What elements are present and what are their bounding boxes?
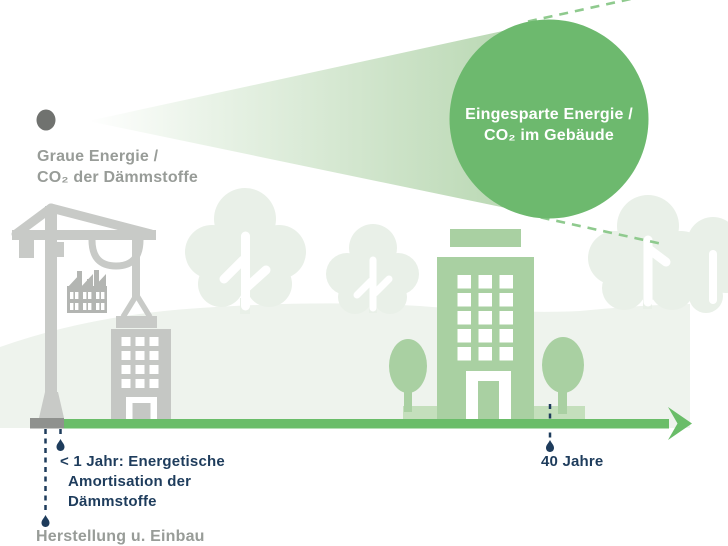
saved-energy-circle <box>449 19 649 219</box>
gray-energy-label: Graue Energie / CO₂ der Dämmstoffe <box>37 146 198 188</box>
growth-cone <box>88 21 549 217</box>
background-tree-middle <box>326 224 419 314</box>
amortisation-label-line2: Amortisation der <box>68 473 192 490</box>
crane-icon <box>11 203 157 418</box>
saved-energy-label: Eingesparte Energie / CO₂ im Gebäude <box>449 104 649 146</box>
factory-icon <box>67 270 107 313</box>
saved-energy-label-line1: Eingesparte Energie / <box>465 106 633 123</box>
teardrop-herstellung <box>41 515 50 527</box>
gray-energy-label-line1: Graue Energie / <box>37 148 159 165</box>
hill-silhouette <box>0 303 690 428</box>
background-tree-edge <box>674 217 728 313</box>
teardrop-40-jahre <box>546 440 554 452</box>
timeline-arrow <box>64 407 692 440</box>
gray-energy-dot <box>36 109 56 131</box>
green-building-icon <box>437 229 534 419</box>
forty-years-label: 40 Jahre <box>541 453 604 470</box>
gray-building-icon <box>111 329 171 420</box>
green-tree-right <box>542 337 584 414</box>
teardrop-1-jahr <box>56 439 65 451</box>
amortisation-label-line1: < 1 Jahr: Energetische <box>60 453 225 470</box>
amortisation-label-line3: Dämmstoffe <box>68 493 157 510</box>
teardrop-markers <box>41 439 554 527</box>
dashed-line-bottom <box>524 212 661 245</box>
gray-energy-label-line2: CO₂ der Dämmstoffe <box>37 169 198 186</box>
saved-energy-label-line2: CO₂ im Gebäude <box>484 127 614 144</box>
dashed-projection-lines <box>524 0 661 245</box>
dashed-line-top <box>527 0 633 23</box>
green-tree-left <box>389 339 427 412</box>
amortisation-label: < 1 Jahr: Energetische Amortisation der … <box>60 452 225 512</box>
marker-lines-left <box>44 429 62 514</box>
background-tree-left <box>185 188 306 314</box>
crane-base-block <box>30 418 64 429</box>
production-label: Herstellung u. Einbau <box>36 528 205 545</box>
